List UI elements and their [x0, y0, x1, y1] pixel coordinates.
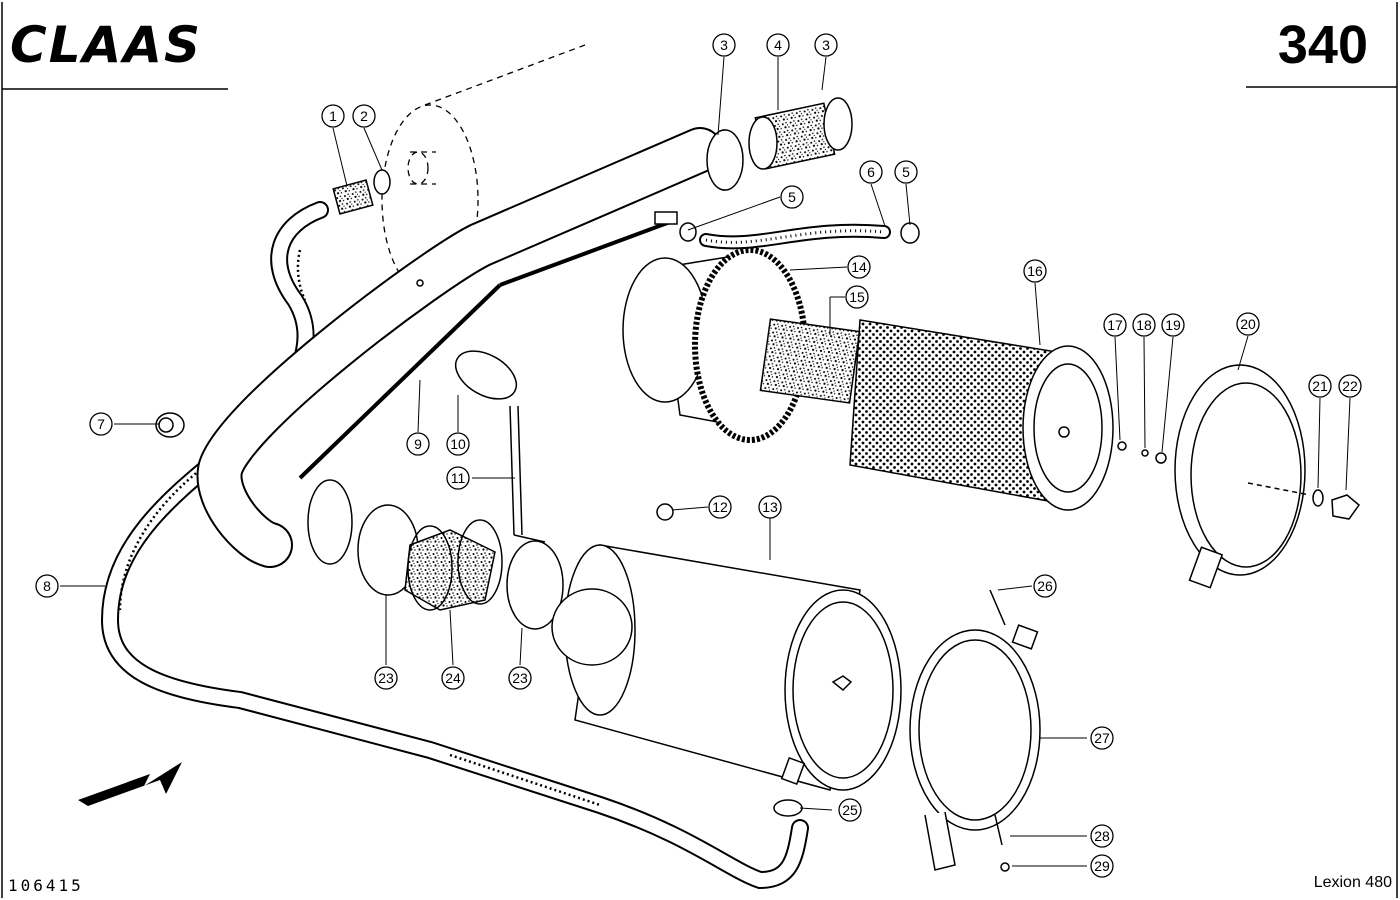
- svg-text:21: 21: [1312, 378, 1328, 394]
- callout-27: 27: [1090, 726, 1114, 750]
- clamps-23-hose-24: [357, 504, 564, 630]
- callout-26: 26: [1033, 574, 1057, 598]
- svg-text:7: 7: [97, 416, 105, 432]
- callout-19: 19: [1161, 313, 1185, 337]
- callout-9: 9: [406, 432, 430, 456]
- svg-text:25: 25: [842, 802, 858, 818]
- housing-13: [551, 503, 902, 791]
- svg-text:19: 19: [1165, 317, 1181, 333]
- svg-text:23: 23: [512, 670, 528, 686]
- svg-text:23: 23: [378, 670, 394, 686]
- callout-4: 4: [766, 33, 790, 57]
- callout-1: 1: [321, 104, 345, 128]
- svg-text:18: 18: [1136, 317, 1152, 333]
- callout-10: 10: [446, 432, 470, 456]
- clamp-10-bracket-11: [454, 350, 546, 543]
- svg-text:2: 2: [360, 108, 368, 124]
- drawing-number: 106415: [8, 876, 84, 895]
- callout-23-left: 23: [374, 666, 398, 690]
- svg-text:27: 27: [1094, 730, 1110, 746]
- clamp-7: [155, 412, 185, 438]
- callout-24: 24: [441, 666, 465, 690]
- svg-text:29: 29: [1094, 858, 1110, 874]
- svg-text:24: 24: [445, 670, 461, 686]
- brand-logo: CLAAS: [10, 16, 202, 74]
- filter-cartridge-16: [622, 247, 1114, 511]
- callout-29: 29: [1090, 854, 1114, 878]
- svg-text:26: 26: [1037, 578, 1053, 594]
- svg-text:17: 17: [1107, 317, 1123, 333]
- svg-text:22: 22: [1342, 378, 1358, 394]
- callout-13: 13: [758, 495, 782, 519]
- svg-text:1: 1: [329, 108, 337, 124]
- callout-3-right: 3: [814, 33, 838, 57]
- svg-text:11: 11: [451, 470, 466, 486]
- callout-leaders: [60, 56, 1351, 867]
- page-number: 340: [1277, 15, 1368, 75]
- callout-7: 7: [89, 412, 113, 436]
- callout-21: 21: [1308, 374, 1332, 398]
- hose-sleeve-4: [706, 97, 853, 191]
- cover-20-small-parts: [1117, 364, 1361, 589]
- svg-text:8: 8: [43, 578, 51, 594]
- intake-pipe: [196, 127, 739, 568]
- callout-5-right: 5: [894, 160, 918, 184]
- svg-text:16: 16: [1027, 263, 1043, 279]
- callout-16: 16: [1023, 259, 1047, 283]
- svg-text:10: 10: [450, 436, 466, 452]
- clamp-25: [773, 799, 803, 817]
- adapter-1-ring-2: [332, 169, 391, 215]
- callout-18: 18: [1132, 313, 1156, 337]
- svg-text:13: 13: [762, 499, 778, 515]
- callout-3-left: 3: [712, 33, 736, 57]
- model-name: Lexion 480: [1313, 874, 1392, 891]
- svg-text:4: 4: [774, 37, 782, 53]
- callout-2: 2: [352, 104, 376, 128]
- svg-text:12: 12: [712, 499, 728, 515]
- svg-text:5: 5: [788, 189, 796, 205]
- svg-text:15: 15: [849, 289, 865, 305]
- svg-text:6: 6: [867, 164, 875, 180]
- callout-12: 12: [708, 495, 732, 519]
- callout-11: 11: [446, 466, 470, 490]
- callout-6: 6: [859, 160, 883, 184]
- airflow-arrow-icon: [78, 762, 182, 806]
- callout-25: 25: [838, 798, 862, 822]
- callout-20: 20: [1236, 312, 1260, 336]
- svg-text:5: 5: [902, 164, 910, 180]
- svg-text:14: 14: [851, 259, 867, 275]
- callout-15: 15: [845, 285, 869, 309]
- callout-8: 8: [35, 574, 59, 598]
- svg-text:28: 28: [1094, 828, 1110, 844]
- hose-vacuator: [100, 201, 809, 890]
- callout-14: 14: [847, 255, 871, 279]
- callout-22: 22: [1338, 374, 1362, 398]
- svg-text:3: 3: [720, 37, 728, 53]
- callout-23-right: 23: [508, 666, 532, 690]
- svg-text:9: 9: [414, 436, 422, 452]
- svg-text:20: 20: [1240, 316, 1256, 332]
- svg-text:3: 3: [822, 37, 830, 53]
- callout-17: 17: [1103, 313, 1127, 337]
- clamp-ring-27: [909, 589, 1041, 872]
- callout-28: 28: [1090, 824, 1114, 848]
- small-hose-6: [679, 222, 920, 250]
- callout-5-left: 5: [780, 185, 804, 209]
